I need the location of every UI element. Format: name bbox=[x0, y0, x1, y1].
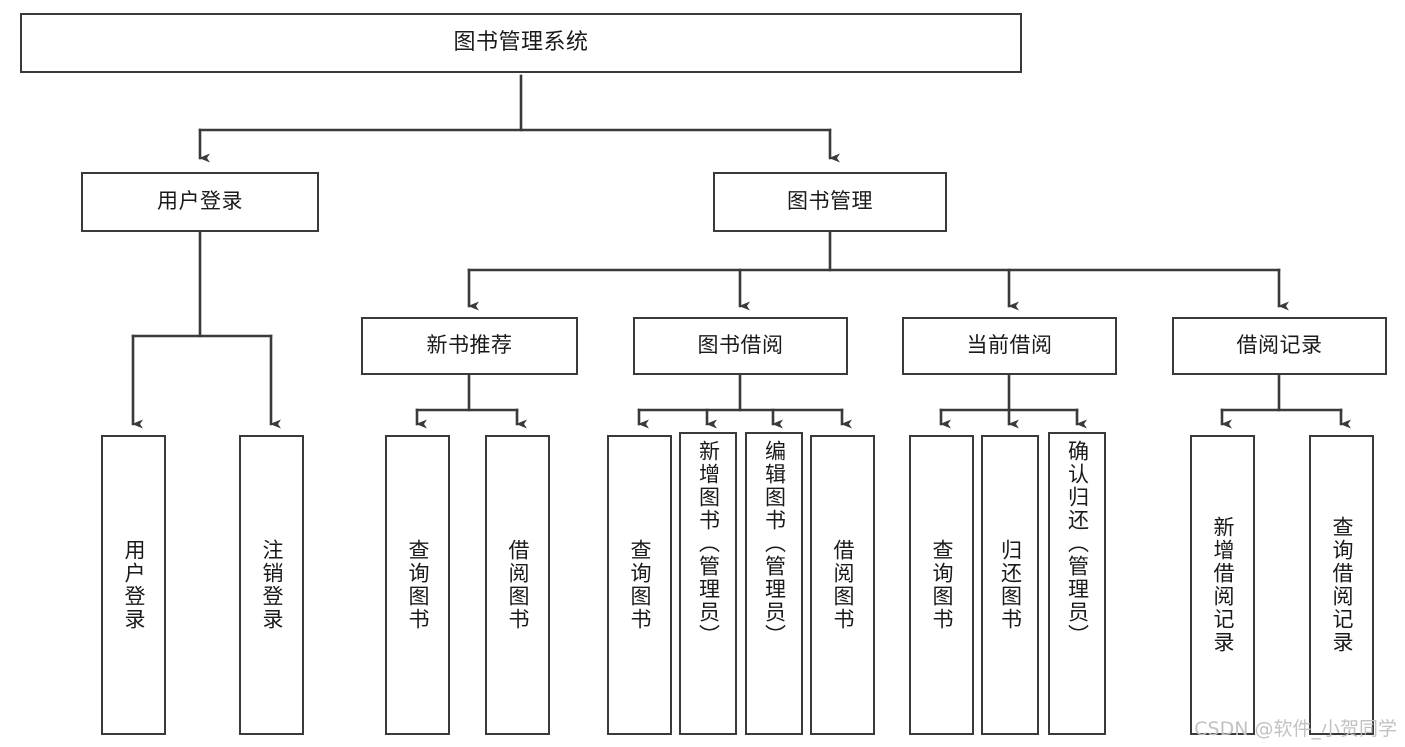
node-label: 查询图书 bbox=[930, 539, 954, 631]
leaf-return-book[interactable]: 归还图书 bbox=[981, 435, 1039, 735]
node-label: 借阅图书 bbox=[831, 539, 855, 631]
leaf-add-book[interactable]: 新增图书（管理员） bbox=[679, 432, 737, 735]
node-label: 新增借阅记录 bbox=[1211, 516, 1235, 654]
node-label: 借阅记录 bbox=[1236, 333, 1323, 358]
node-label: 借阅图书 bbox=[506, 539, 530, 631]
node-label: 编辑图书（管理员） bbox=[762, 440, 787, 647]
leaf-add-borrow-record[interactable]: 新增借阅记录 bbox=[1190, 435, 1255, 735]
node-label: 确认归还（管理员） bbox=[1065, 440, 1090, 647]
leaf-edit-book[interactable]: 编辑图书（管理员） bbox=[745, 432, 803, 735]
node-label: 查询借阅记录 bbox=[1330, 516, 1354, 654]
leaf-query-book-current[interactable]: 查询图书 bbox=[909, 435, 974, 735]
node-label: 图书管理系统 bbox=[453, 29, 589, 55]
node-label: 归还图书 bbox=[998, 539, 1023, 631]
node-label: 新书推荐 bbox=[426, 333, 513, 358]
node-root-system[interactable]: 图书管理系统 bbox=[20, 13, 1022, 73]
leaf-query-book-borrow[interactable]: 查询图书 bbox=[607, 435, 672, 735]
leaf-borrow-book-borrow[interactable]: 借阅图书 bbox=[810, 435, 875, 735]
node-label: 查询图书 bbox=[406, 539, 430, 631]
node-label: 注销登录 bbox=[260, 539, 284, 631]
node-label: 新增图书（管理员） bbox=[696, 440, 721, 647]
leaf-logout-login[interactable]: 注销登录 bbox=[239, 435, 304, 735]
node-book-management[interactable]: 图书管理 bbox=[713, 172, 947, 232]
node-label: 用户登录 bbox=[157, 189, 243, 214]
node-new-book-recommend[interactable]: 新书推荐 bbox=[361, 317, 578, 375]
leaf-confirm-return[interactable]: 确认归还（管理员） bbox=[1048, 432, 1106, 735]
node-borrow-record[interactable]: 借阅记录 bbox=[1172, 317, 1387, 375]
leaf-query-borrow-record[interactable]: 查询借阅记录 bbox=[1309, 435, 1374, 735]
leaf-user-login[interactable]: 用户登录 bbox=[101, 435, 166, 735]
node-user-login[interactable]: 用户登录 bbox=[81, 172, 319, 232]
leaf-borrow-book-recommend[interactable]: 借阅图书 bbox=[485, 435, 550, 735]
leaf-query-book-recommend[interactable]: 查询图书 bbox=[385, 435, 450, 735]
node-current-borrow[interactable]: 当前借阅 bbox=[902, 317, 1117, 375]
node-label: 当前借阅 bbox=[966, 333, 1053, 358]
node-label: 用户登录 bbox=[122, 539, 146, 631]
watermark-text: CSDN @软件_小贺同学 bbox=[1194, 718, 1397, 740]
node-book-borrow[interactable]: 图书借阅 bbox=[633, 317, 848, 375]
node-label: 查询图书 bbox=[628, 539, 652, 631]
node-label: 图书借阅 bbox=[697, 333, 784, 358]
node-label: 图书管理 bbox=[787, 189, 873, 214]
